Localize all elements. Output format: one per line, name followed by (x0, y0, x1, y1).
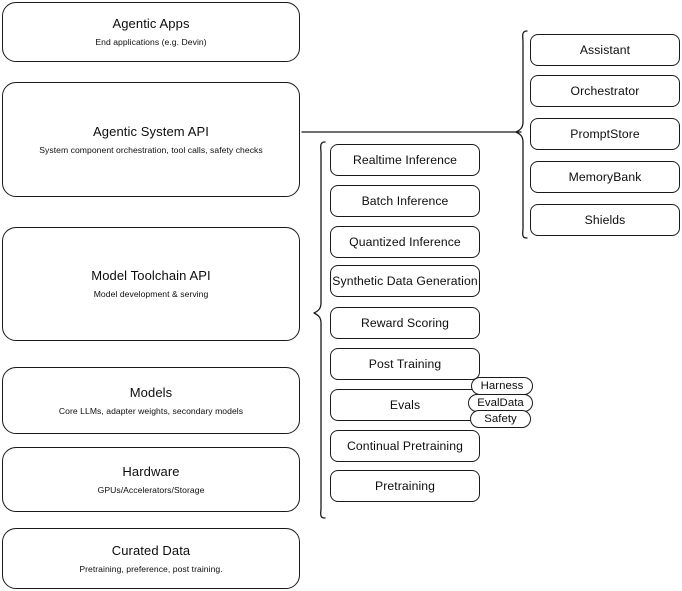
evals-badge-label: EvalData (477, 397, 524, 409)
layer-box-curated-data[interactable]: Curated Data Pretraining, preference, po… (2, 528, 300, 589)
capability-label: Reward Scoring (360, 316, 450, 330)
capability-label: Quantized Inference (349, 235, 461, 249)
capability-box-pretraining[interactable]: Pretraining (330, 470, 480, 502)
layer-box-agentic-apps[interactable]: Agentic Apps End applications (e.g. Devi… (2, 2, 300, 62)
capability-box-synthetic-data-generation[interactable]: Synthetic Data Generation (330, 265, 480, 297)
capability-box-quantized-inference[interactable]: Quantized Inference (330, 226, 480, 258)
component-box-promptstore[interactable]: PromptStore (530, 118, 680, 150)
capability-label: Realtime Inference (352, 153, 458, 167)
capability-box-continual-pretraining[interactable]: Continual Pretraining (330, 430, 480, 462)
layer-subtitle: Pretraining, preference, post training. (79, 563, 223, 574)
layer-box-agentic-system-api[interactable]: Agentic System API System component orch… (2, 82, 300, 197)
capability-box-evals[interactable]: Evals (330, 389, 480, 421)
layer-subtitle: Core LLMs, adapter weights, secondary mo… (58, 405, 244, 416)
layer-title: Models (129, 384, 173, 400)
layer-subtitle: End applications (e.g. Devin) (95, 37, 207, 47)
layer-subtitle: System component orchestration, tool cal… (39, 144, 263, 155)
capability-label: Evals (389, 398, 421, 412)
component-label: PromptStore (570, 127, 640, 141)
evals-badge-safety[interactable]: Safety (470, 410, 531, 428)
layer-box-models[interactable]: Models Core LLMs, adapter weights, secon… (2, 367, 300, 434)
component-label: Shields (584, 213, 626, 227)
component-label: MemoryBank (568, 170, 642, 184)
component-box-memorybank[interactable]: MemoryBank (530, 161, 680, 193)
component-label: Orchestrator (570, 84, 640, 98)
evals-badge-harness[interactable]: Harness (471, 377, 533, 395)
layer-title: Hardware (122, 463, 180, 479)
component-box-shields[interactable]: Shields (530, 204, 680, 236)
layer-subtitle: GPUs/Accelerators/Storage (97, 484, 205, 495)
capability-box-realtime-inference[interactable]: Realtime Inference (330, 144, 480, 176)
capability-label: Batch Inference (361, 194, 449, 208)
component-box-orchestrator[interactable]: Orchestrator (530, 75, 680, 107)
capability-label: Synthetic Data Generation (332, 274, 478, 288)
layer-title: Agentic Apps (112, 16, 190, 31)
layer-title: Agentic System API (93, 123, 209, 139)
capability-box-batch-inference[interactable]: Batch Inference (330, 185, 480, 217)
layer-title: Model Toolchain API (91, 268, 211, 283)
capability-box-post-training[interactable]: Post Training (330, 348, 480, 380)
layer-box-model-toolchain-api[interactable]: Model Toolchain API Model development & … (2, 227, 300, 341)
capability-box-reward-scoring[interactable]: Reward Scoring (330, 307, 480, 339)
layer-subtitle: Model development & serving (93, 289, 209, 299)
layer-title: Curated Data (111, 542, 191, 558)
component-box-assistant[interactable]: Assistant (530, 34, 680, 66)
layer-box-hardware[interactable]: Hardware GPUs/Accelerators/Storage (2, 447, 300, 512)
brace-toolchain-capabilities (313, 141, 326, 519)
capability-label: Pretraining (374, 479, 436, 493)
capability-label: Post Training (368, 357, 442, 371)
evals-badge-label: Harness (480, 380, 524, 392)
component-label: Assistant (579, 43, 631, 57)
brace-agentic-components (515, 30, 528, 239)
evals-badge-label: Safety (484, 413, 517, 425)
capability-label: Continual Pretraining (347, 439, 463, 453)
